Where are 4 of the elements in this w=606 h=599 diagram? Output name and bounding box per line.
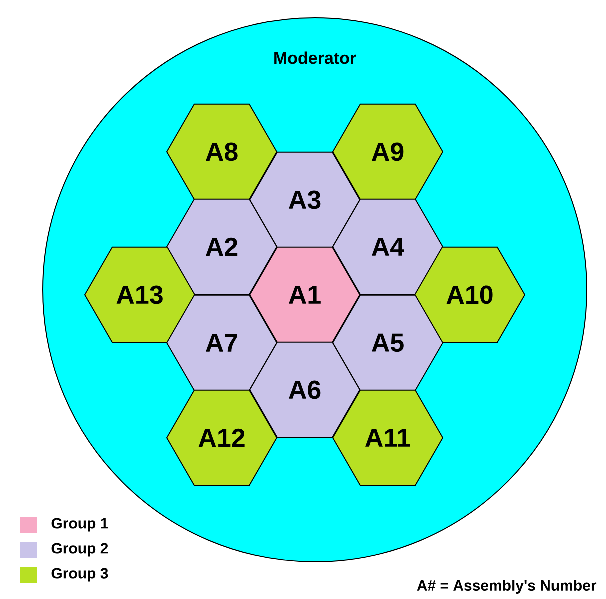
note: A# = Assembly's Number — [417, 580, 597, 594]
legend-label: Group 3 — [52, 568, 108, 582]
legend-label: Group 2 — [52, 543, 108, 557]
legend-label: Group 1 — [52, 518, 108, 532]
